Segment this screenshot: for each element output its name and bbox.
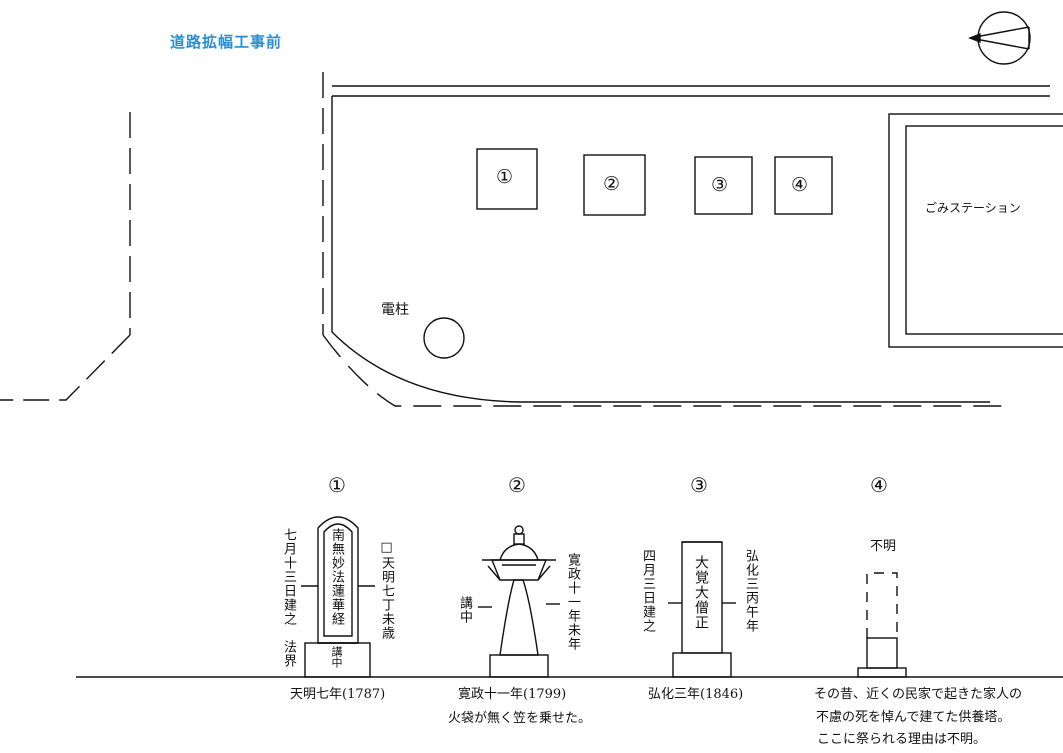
monument-3-drawing xyxy=(672,541,732,678)
pole-label: 電柱 xyxy=(381,302,409,318)
monument-4-number: ④ xyxy=(870,473,888,497)
monument-2-left-text: 講中 xyxy=(457,596,472,624)
site-boundary xyxy=(331,96,990,403)
compass-icon xyxy=(968,11,1031,65)
left-road-lines xyxy=(0,112,131,401)
monument-2-caption: 寛政十一年(1799) xyxy=(458,687,567,702)
monument-2-caption2: 火袋が無く笠を乗せた。 xyxy=(448,711,592,726)
monument-2-drawing xyxy=(482,525,556,678)
utility-pole xyxy=(423,317,465,359)
map-marker-4: ④ xyxy=(791,174,809,196)
monument-3-body-text: 大覚大僧正 xyxy=(693,555,709,630)
monument-1-left-sub: 法界 xyxy=(281,640,296,668)
monument-3-right-text: 弘化三丙午年 xyxy=(743,549,758,633)
monument-3-left-text: 四月三日建之 xyxy=(640,549,655,633)
monument-4-top-text: 不明 xyxy=(870,539,897,554)
map-box-4 xyxy=(774,156,833,215)
monument-1-caption: 天明七年(1787) xyxy=(290,687,386,702)
monument-3-caption: 弘化三年(1846) xyxy=(648,687,744,702)
map-box-2 xyxy=(583,154,646,216)
map-box-3 xyxy=(694,156,753,215)
map-box-1 xyxy=(476,148,538,210)
monument-2-number: ② xyxy=(508,473,526,497)
map-marker-2: ② xyxy=(603,173,621,195)
monument-1-number: ① xyxy=(328,473,346,497)
page-title: 道路拡幅工事前 xyxy=(170,33,283,51)
monument-1-base-text: 講中 xyxy=(330,646,343,668)
monument-4-caption-line-3: ここに祭られる理由は不明。 xyxy=(817,732,987,747)
monument-1-drawing xyxy=(304,516,371,678)
map-marker-1: ① xyxy=(496,166,514,188)
monument-4-drawing xyxy=(857,572,907,678)
monument-4-caption-line-2: 不慮の死を悼んで建てた供養塔。 xyxy=(816,710,1011,725)
annotation-arrows xyxy=(301,585,736,608)
road-outer-dashed xyxy=(322,334,1010,407)
map-marker-3: ③ xyxy=(711,174,729,196)
monument-4-caption-line-1: その昔、近くの民家で起きた家人の xyxy=(814,687,1023,702)
monument-1-right-text: □天明七丁未歳 xyxy=(379,540,394,640)
garbage-station-label: ごみステーション xyxy=(925,201,1021,215)
monument-1-left-text: 七月十三日建之 xyxy=(281,528,296,626)
monument-3-number: ③ xyxy=(690,473,708,497)
monument-2-right-text: 寛政十一年未年 xyxy=(565,553,580,651)
monument-1-body-text: 南無妙法蓮華経 xyxy=(329,528,344,626)
